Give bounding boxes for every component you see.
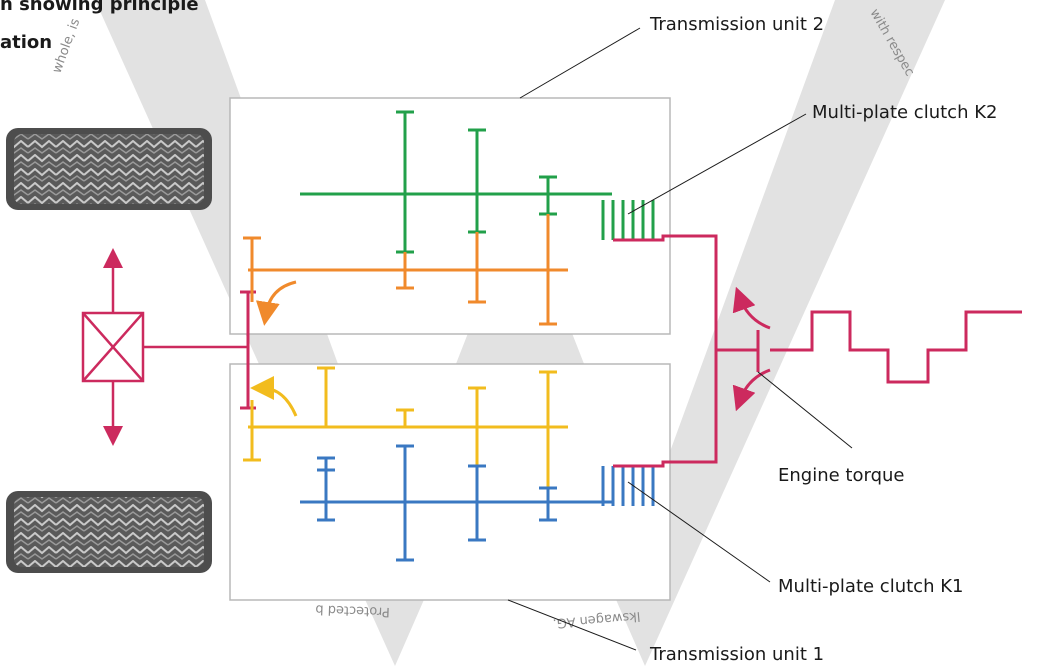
label-transmission-unit-1: Transmission unit 1 — [649, 644, 824, 665]
leader-line-clutch-k2 — [627, 113, 807, 215]
leader-line-engine-torque — [757, 371, 853, 449]
green-input-shaft-unit-2 — [300, 110, 655, 254]
watermark-text: Protected b — [315, 601, 390, 619]
watermark-text: lkswagen AG. — [552, 608, 641, 631]
yellow-output-shaft-unit-1 — [243, 366, 568, 488]
watermark-text: whole, is — [50, 16, 84, 75]
transmission-unit-1-box — [229, 363, 671, 601]
rotation-arrow-icon — [250, 376, 298, 417]
orange-output-shaft-unit-2 — [243, 214, 568, 326]
leader-line-unit-2 — [519, 27, 641, 99]
diagram-title-line-2: ation — [0, 32, 52, 53]
leader-line-unit-1 — [507, 599, 637, 651]
rotation-arrow-icon — [732, 286, 771, 330]
diagram-title-line-1: h showing principle — [0, 0, 199, 15]
tyre-icon — [6, 128, 212, 210]
rotation-arrow-icon — [255, 280, 297, 326]
leader-line-clutch-k1 — [627, 481, 771, 583]
label-transmission-unit-2: Transmission unit 2 — [649, 14, 824, 35]
differential-icon — [81, 248, 248, 446]
transmission-unit-2-box — [229, 97, 671, 335]
label-multi-plate-clutch-k1: Multi-plate clutch K1 — [778, 576, 963, 597]
tyre-icon — [6, 491, 212, 573]
label-engine-torque: Engine torque — [778, 465, 904, 486]
label-multi-plate-clutch-k2: Multi-plate clutch K2 — [812, 102, 997, 123]
engine-drive-line — [613, 234, 1022, 468]
blue-input-shaft-unit-1 — [300, 444, 655, 562]
rotation-arrow-icon — [732, 368, 771, 412]
